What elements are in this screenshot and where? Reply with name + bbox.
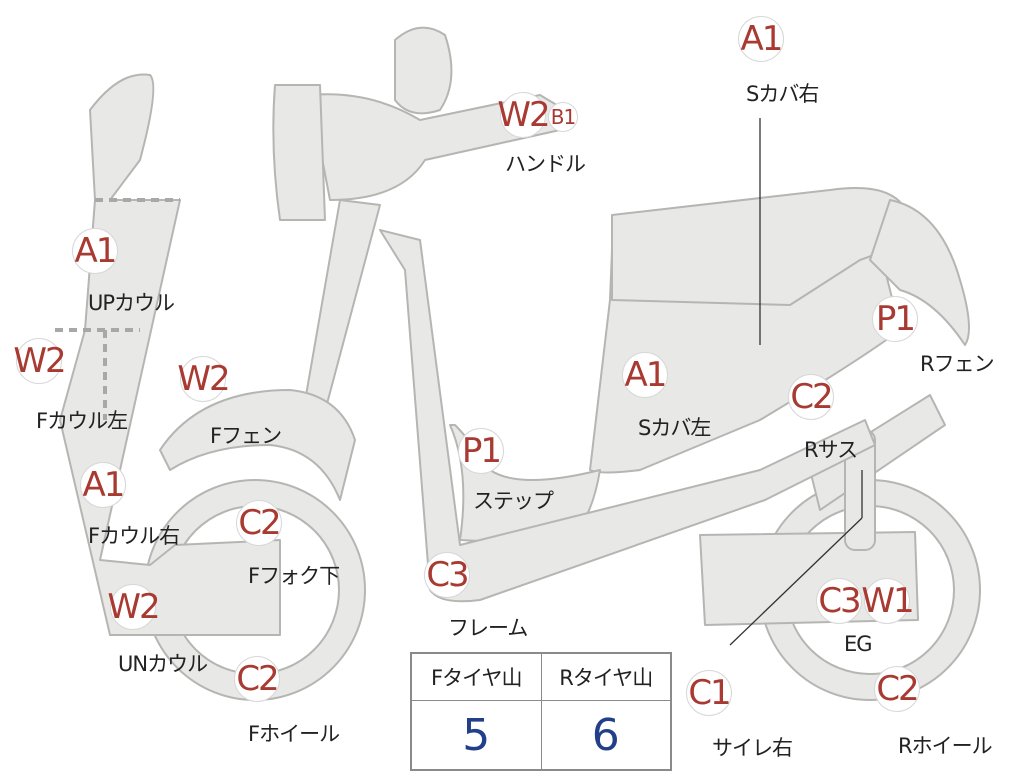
rsus-label: Rサス <box>804 438 858 462</box>
scover-left-label: Sカバ左 <box>638 416 711 440</box>
front-cowl-shape <box>59 73 281 636</box>
rear-tire-value: 6 <box>540 700 672 771</box>
uncowl-grade: W2 <box>107 584 161 630</box>
handle-label: ハンドル <box>505 152 586 176</box>
ffender-grade: W2 <box>177 356 231 402</box>
frame-grade: C3 <box>424 552 470 598</box>
engine-grade: C3 <box>816 578 862 624</box>
scover-right-label: Sカバ右 <box>746 82 819 106</box>
muffler-right-grade: C1 <box>686 670 732 716</box>
upcowl-grade: A1 <box>72 228 118 274</box>
rsus-grade: C2 <box>788 374 834 420</box>
ffork-grade: C2 <box>236 500 282 546</box>
handle-grade: W2 <box>497 92 551 138</box>
headlight-shape <box>272 84 326 221</box>
muffler-shape <box>809 394 946 511</box>
fwheel-label: Fホイール <box>248 722 340 746</box>
engine-shape <box>699 531 919 626</box>
front-fender-shape <box>159 389 356 501</box>
rear-tire-header: Rタイヤ山 <box>540 652 672 701</box>
rfender-grade: P1 <box>872 296 918 342</box>
rwheel-label: Rホイール <box>898 734 993 758</box>
engine-grade2: W1 <box>861 578 915 624</box>
handle-grade2: B1 <box>548 102 578 132</box>
upcowl-label: UPカウル <box>88 291 175 315</box>
frame-label: フレーム <box>448 616 528 640</box>
rfender-label: Rフェン <box>920 352 995 376</box>
engine-label: EG <box>844 632 873 656</box>
front-tire-header: Fタイヤ山 <box>410 652 542 701</box>
fcowl-right-grade: A1 <box>80 462 126 508</box>
rwheel-grade: C2 <box>874 666 920 712</box>
fcowl-left-label: Fカウル左 <box>36 409 128 433</box>
step-grade: P1 <box>458 428 504 474</box>
fcowl-right-label: Fカウル右 <box>88 524 180 548</box>
rear-fender-shape <box>869 199 970 346</box>
mirror-shape <box>394 26 453 115</box>
front-tire-value: 5 <box>410 700 542 771</box>
fwheel-grade: C2 <box>234 656 280 702</box>
tire-tread-table: Fタイヤ山 Rタイヤ山 5 6 <box>410 652 672 771</box>
step-label: ステップ <box>473 489 554 513</box>
ffork-label: Fフォク下 <box>248 564 340 588</box>
muffler-right-label: サイレ右 <box>712 736 793 760</box>
fcowl-left-grade: W2 <box>13 338 67 384</box>
uncowl-label: UNカウル <box>118 652 208 676</box>
ffender-label: Fフェン <box>210 424 282 448</box>
scover-left-grade: A1 <box>622 352 668 398</box>
scover-right-grade: A1 <box>738 16 784 62</box>
